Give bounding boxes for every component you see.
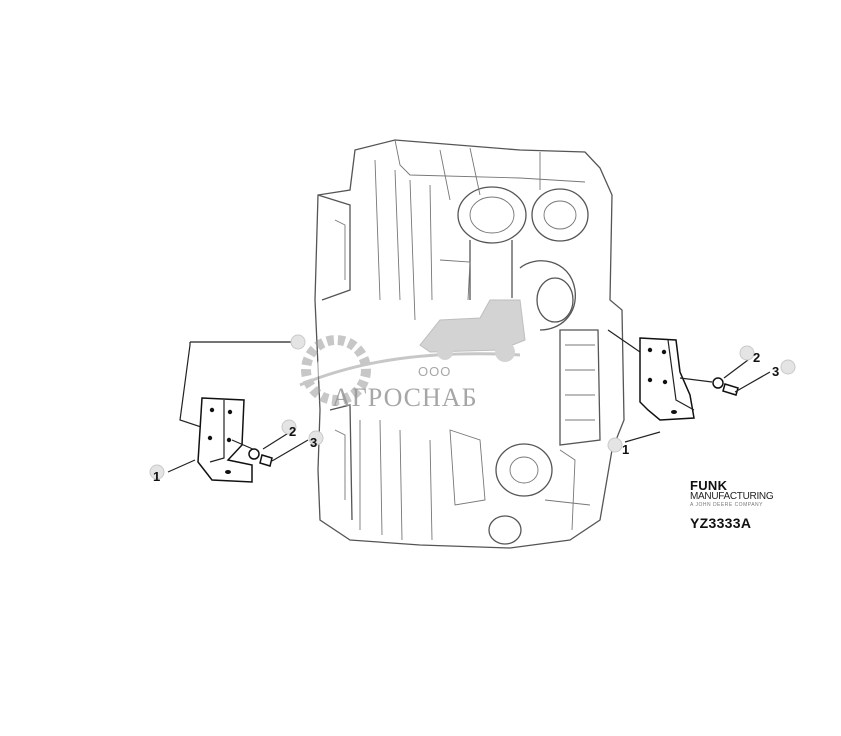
callout-right-bracket: 1 xyxy=(622,442,629,457)
left-washer xyxy=(248,448,260,460)
brand-logo: FUNK MANUFACTURING A JOHN DEERE COMPANY xyxy=(690,478,810,509)
callout-right-washer: 2 xyxy=(753,350,760,365)
brand-tagline: A JOHN DEERE COMPANY xyxy=(690,502,763,508)
left-bracket-assembly xyxy=(149,334,324,483)
left-bolt xyxy=(259,454,273,467)
callout-left-bolt: 3 xyxy=(310,435,317,450)
watermark-name: АГРОСНАБ xyxy=(332,383,478,412)
brand-subtitle: MANUFACTURING xyxy=(690,491,774,502)
right-bracket xyxy=(639,337,695,421)
left-bracket xyxy=(197,397,253,483)
watermark-logo xyxy=(299,299,526,405)
figure-code: YZ3333A xyxy=(690,515,752,531)
watermark-prefix: ООО xyxy=(418,364,452,379)
callout-left-bracket: 1 xyxy=(153,469,160,484)
transmission-housing xyxy=(314,139,625,549)
right-bolt xyxy=(722,383,739,396)
right-bracket-assembly xyxy=(607,329,796,453)
brand-name: FUNK xyxy=(690,478,728,493)
callout-left-washer: 2 xyxy=(289,424,296,439)
callout-right-bolt: 3 xyxy=(772,364,779,379)
right-washer xyxy=(712,377,724,389)
